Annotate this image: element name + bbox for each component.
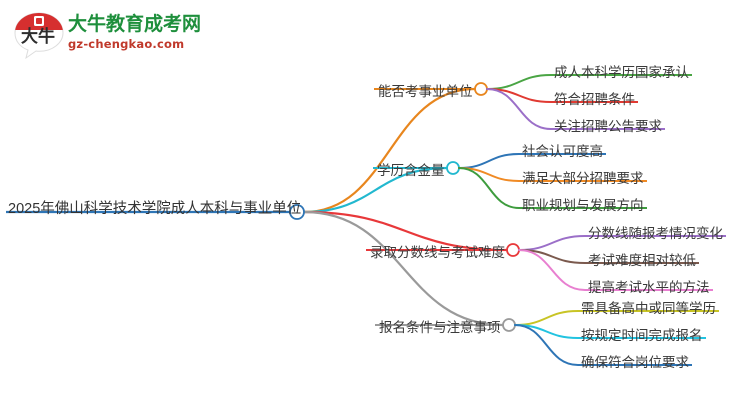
logo-subtitle: gz-chengkao.com — [68, 37, 185, 51]
logo-title: 大牛教育成考网 — [68, 14, 202, 35]
mindmap-leaf-label-2-1[interactable]: 社会认可度高 — [522, 144, 603, 159]
dani-speech-bubble-logo-icon: 大牛 — [14, 12, 64, 60]
mindmap-leaf-label-1-3[interactable]: 关注招聘公告要求 — [554, 119, 662, 134]
mindmap-leaf-label-3-1[interactable]: 分数线随报考情况变化 — [588, 226, 723, 241]
mindmap-leaf-label-1-2[interactable]: 符合招聘条件 — [554, 92, 635, 107]
mindmap-root-label[interactable]: 2025年佛山科学技术学院成人本科与事业单位 — [8, 201, 302, 217]
mindmap-branch-label-1[interactable]: 能否考事业单位 — [378, 84, 473, 99]
mindmap-leaf-label-4-2[interactable]: 按规定时间完成报名 — [581, 328, 703, 343]
svg-text:大牛: 大牛 — [21, 26, 55, 47]
mindmap-branch-label-2[interactable]: 学历含金量 — [377, 163, 445, 178]
site-logo-watermark: 大牛 大牛教育成考网 gz-chengkao.com — [12, 6, 201, 64]
logo-text-block: 大牛教育成考网 gz-chengkao.com — [68, 14, 201, 51]
mindmap-leaf-label-2-3[interactable]: 职业规划与发展方向 — [522, 198, 644, 213]
mindmap-leaf-label-4-3[interactable]: 确保符合岗位要求 — [581, 355, 689, 370]
mindmap-branch-label-4[interactable]: 报名条件与注意事项 — [379, 320, 501, 335]
mindmap-leaf-label-4-1[interactable]: 需具备高中或同等学历 — [581, 301, 716, 316]
mindmap-leaf-label-2-2[interactable]: 满足大部分招聘要求 — [522, 171, 644, 186]
mindmap-leaf-label-3-2[interactable]: 考试难度相对较低 — [588, 253, 696, 268]
mindmap-leaf-label-1-1[interactable]: 成人本科学历国家承认 — [554, 65, 689, 80]
mindmap-leaf-label-3-3[interactable]: 提高考试水平的方法 — [588, 280, 710, 295]
mindmap-branch-label-3[interactable]: 录取分数线与考试难度 — [370, 245, 505, 260]
